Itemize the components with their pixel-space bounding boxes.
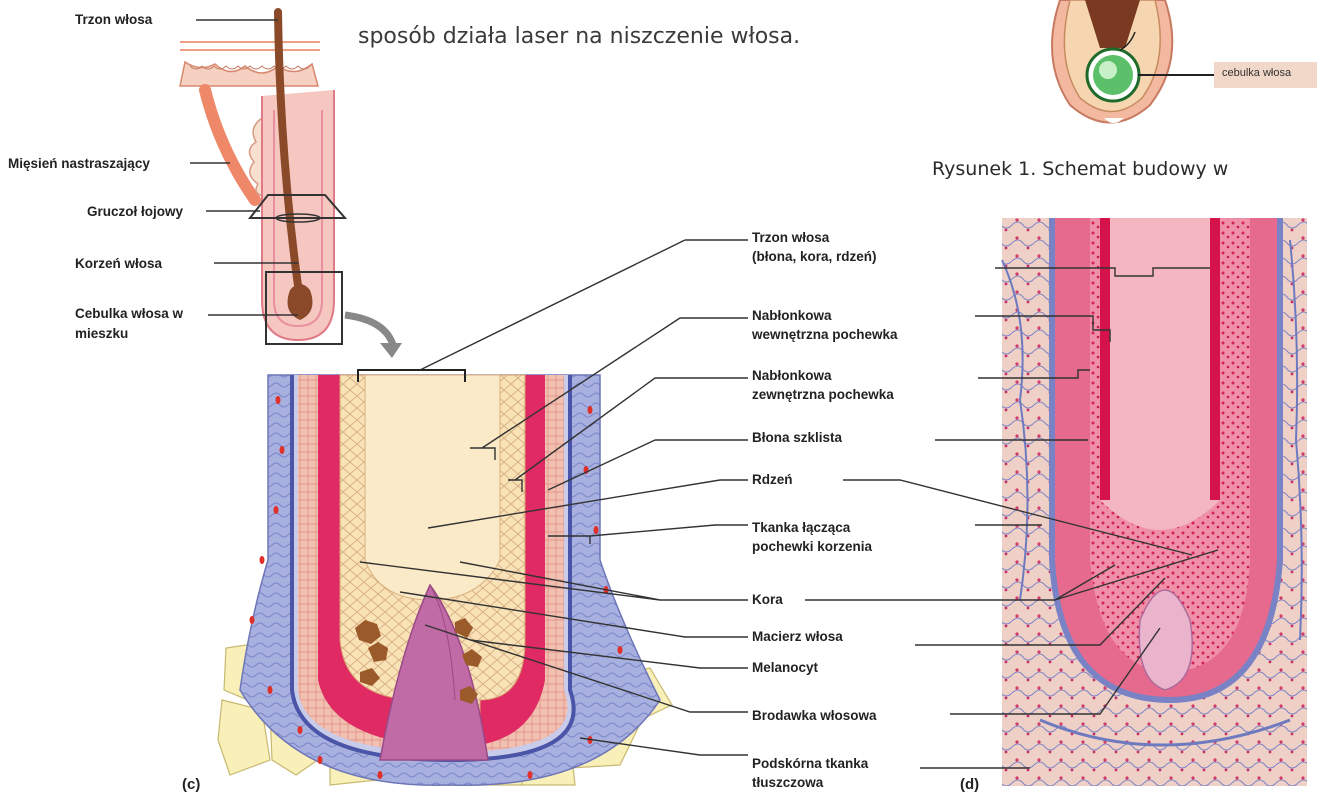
panel-letter-d: (d) xyxy=(960,776,979,793)
label-tkanka-laczaca: Tkanka łącząca pochewki korzenia xyxy=(752,518,872,556)
panel-c-illustration xyxy=(218,370,672,785)
label-brodawka-wlosowa: Brodawka włosowa xyxy=(752,706,877,725)
label-line: (błona, kora, rdzeń) xyxy=(752,247,877,266)
label-cebulka-w-mieszku-line2: mieszku xyxy=(75,324,128,343)
label-line: Nabłonkowa xyxy=(752,306,898,325)
label-miesien-nastraszajacy: Mięsień nastraszający xyxy=(8,154,150,173)
label-trzon-wlosa-overview: Trzon włosa xyxy=(75,10,152,29)
label-rdzen: Rdzeń xyxy=(752,470,793,489)
label-line: pochewki korzenia xyxy=(752,537,872,556)
panel-letter-c: (c) xyxy=(182,776,200,793)
zoom-arrow xyxy=(345,315,393,345)
figure-caption: Rysunek 1. Schemat budowy w xyxy=(932,158,1228,180)
label-line: tłuszczowa xyxy=(752,773,868,792)
label-line: Nabłonkowa xyxy=(752,366,894,385)
label-line: zewnętrzna pochewka xyxy=(752,385,894,404)
arrector-muscle xyxy=(205,90,255,200)
label-nablonkowa-zewnetrzna: Nabłonkowa zewnętrzna pochewka xyxy=(752,366,894,404)
label-blona-szklista: Błona szklista xyxy=(752,428,842,447)
label-line: wewnętrzna pochewka xyxy=(752,325,898,344)
label-podskorna-tkanka: Podskórna tkanka tłuszczowa xyxy=(752,754,868,792)
label-cebulka-w-mieszku-line1: Cebulka włosa w xyxy=(75,304,183,323)
label-melanocyt: Melanocyt xyxy=(752,658,818,677)
label-kora: Kora xyxy=(752,590,783,609)
label-gruczol-lojowy: Gruczoł łojowy xyxy=(87,202,183,221)
label-line: Podskórna tkanka xyxy=(752,754,868,773)
label-line: Tkanka łącząca xyxy=(752,518,872,537)
label-trzon-wlosa: Trzon włosa (błona, kora, rdzeń) xyxy=(752,228,877,266)
overview-skin xyxy=(180,42,320,86)
label-korzen-wlosa: Korzeń włosa xyxy=(75,254,162,273)
label-macierz-wlosa: Macierz włosa xyxy=(752,627,843,646)
label-line: Trzon włosa xyxy=(752,228,877,247)
inset-label: cebulka włosa xyxy=(1222,67,1291,79)
bulb-inset xyxy=(1052,0,1317,123)
label-nablonkowa-wewnetrzna: Nabłonkowa wewnętrzna pochewka xyxy=(752,306,898,344)
intro-text: sposób działa laser na niszczenie włosa. xyxy=(358,24,800,49)
panel-d-micrograph xyxy=(1002,218,1307,786)
